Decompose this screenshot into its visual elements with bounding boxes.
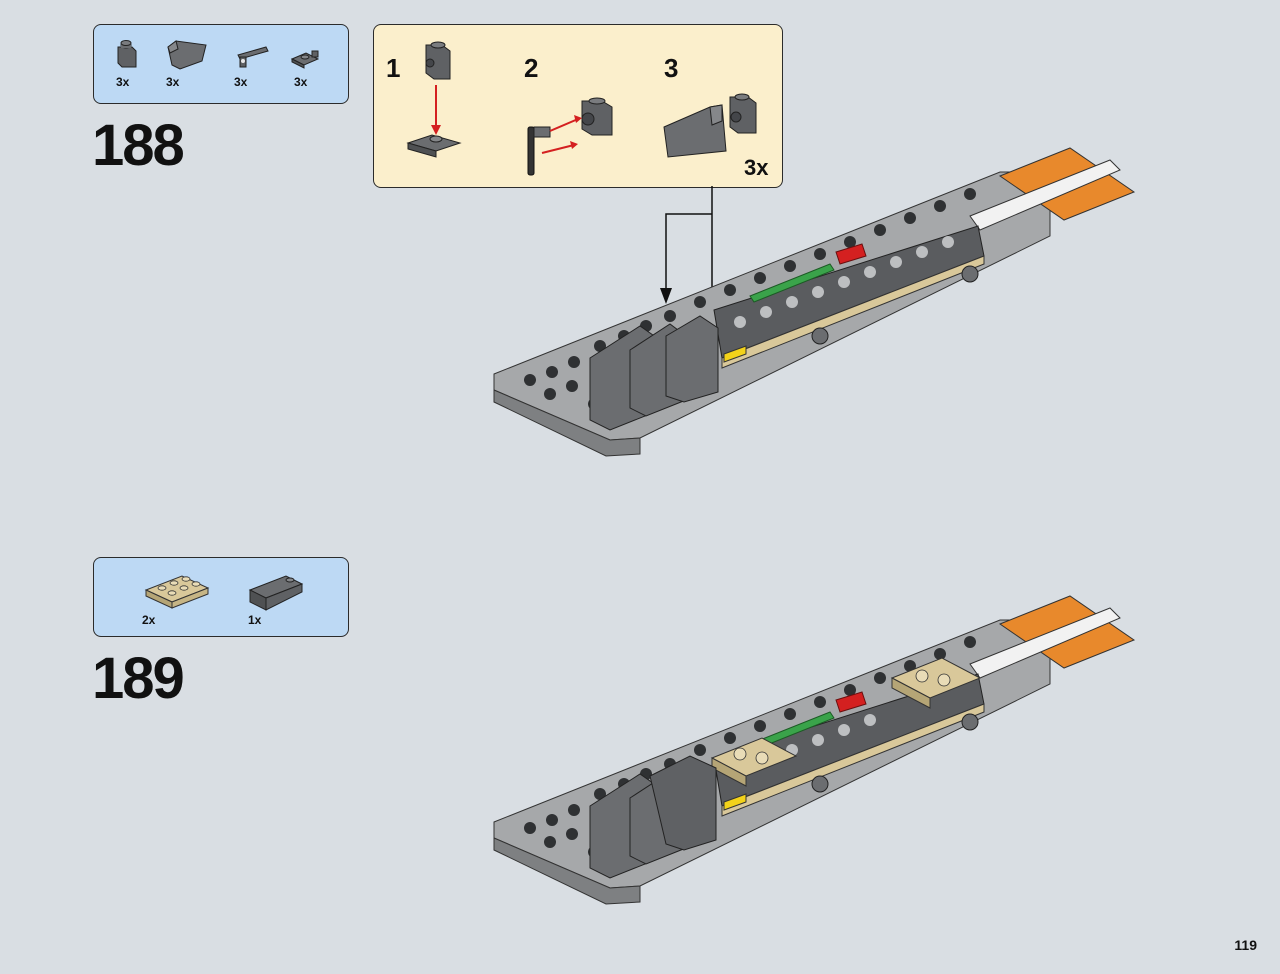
substep-number: 1 [386, 53, 401, 83]
tan-plate-2x3-icon [144, 575, 210, 609]
substep-multiplier: 3x [744, 155, 769, 180]
model-step-188 [493, 147, 1136, 457]
dark-gray-slope-icon [248, 575, 304, 611]
substep-1-drawing [406, 41, 462, 158]
dark-gray-panel-icon [167, 40, 207, 70]
substep-number: 2 [524, 53, 539, 83]
step-number-189: 189 [92, 646, 185, 711]
subassembly-callout: 1 2 3 3x [373, 24, 783, 188]
qty-label: 3x [116, 75, 130, 89]
dark-gray-bracket-brick-icon [117, 40, 137, 68]
dark-gray-clip-plate-icon [290, 50, 320, 69]
substep-number: 3 [664, 53, 679, 83]
qty-label: 1x [248, 613, 262, 627]
qty-label: 3x [294, 75, 308, 89]
substep-3-drawing [663, 93, 757, 158]
qty-label: 3x [166, 75, 180, 89]
dark-gray-bar-holder-icon [237, 46, 269, 68]
parts-list-step-189: 2x 1x [93, 557, 349, 637]
qty-label: 2x [142, 613, 156, 627]
qty-label: 3x [234, 75, 248, 89]
parts-list-step-188: 3x 3x 3x 3x [93, 24, 349, 104]
step-number-188: 188 [92, 113, 185, 178]
page-number: 119 [1234, 937, 1257, 953]
substep-2-drawing [527, 97, 613, 176]
model-step-189 [493, 595, 1136, 905]
